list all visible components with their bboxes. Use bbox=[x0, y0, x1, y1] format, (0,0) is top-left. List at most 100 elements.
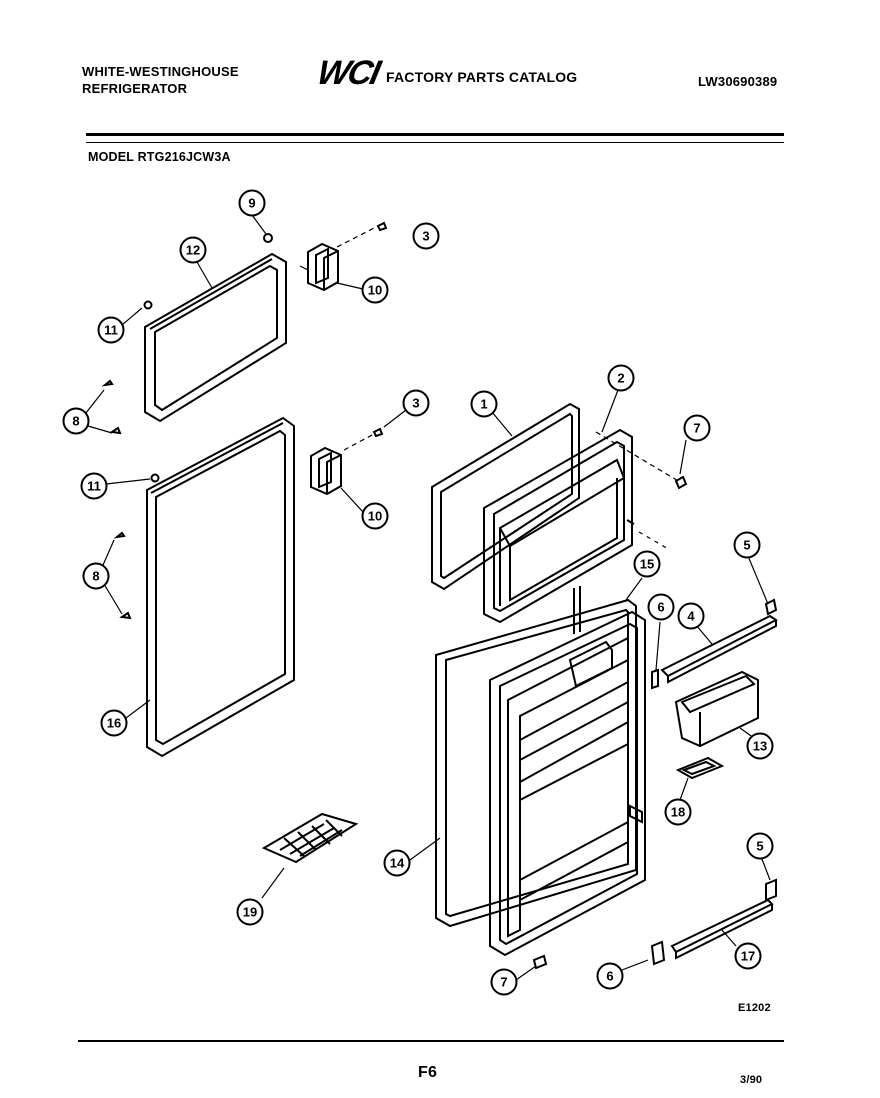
callout-10: 10 bbox=[361, 276, 389, 304]
callout-18: 18 bbox=[664, 798, 692, 826]
callout-13: 13 bbox=[746, 732, 774, 760]
callout-circle bbox=[664, 798, 692, 826]
callout-circle bbox=[746, 732, 774, 760]
callout-label: 6 bbox=[606, 969, 613, 984]
callout-label: 19 bbox=[243, 905, 257, 920]
callout-circle bbox=[100, 709, 128, 737]
callout-circle bbox=[82, 562, 110, 590]
callout-circle bbox=[734, 942, 762, 970]
fresh-food-door-liner bbox=[489, 610, 646, 957]
freezer-door-liner bbox=[483, 428, 635, 624]
callout-label: 3 bbox=[412, 396, 419, 411]
callout-11: 11 bbox=[80, 472, 108, 500]
callout-10: 10 bbox=[361, 502, 389, 530]
callout-circle bbox=[607, 364, 635, 392]
bottom-shelf-rail bbox=[670, 898, 774, 960]
callout-19: 19 bbox=[236, 898, 264, 926]
header-rule bbox=[86, 133, 784, 136]
callout-circle bbox=[383, 849, 411, 877]
callout-label: 16 bbox=[107, 716, 121, 731]
callout-circle bbox=[596, 962, 624, 990]
callout-circle bbox=[62, 407, 90, 435]
callout-16: 16 bbox=[100, 709, 128, 737]
callout-label: 8 bbox=[72, 414, 79, 429]
callout-5: 5 bbox=[746, 832, 774, 860]
freezer-door-gasket-right bbox=[431, 402, 580, 591]
callout-circle bbox=[733, 531, 761, 559]
callout-circle bbox=[236, 898, 264, 926]
freezer-door-gasket bbox=[144, 252, 287, 423]
callout-circle bbox=[683, 414, 711, 442]
callout-circle bbox=[179, 236, 207, 264]
callout-label: 12 bbox=[186, 243, 200, 258]
small-fasteners bbox=[101, 221, 778, 970]
diagram-code: E1202 bbox=[738, 1002, 771, 1014]
callout-label: 15 bbox=[640, 557, 654, 572]
egg-tray bbox=[261, 812, 359, 864]
callout-label: 8 bbox=[92, 569, 99, 584]
callout-label: 1 bbox=[480, 397, 487, 412]
callout-6: 6 bbox=[596, 962, 624, 990]
callout-label: 10 bbox=[368, 509, 382, 524]
callout-label: 11 bbox=[104, 323, 118, 338]
callout-label: 6 bbox=[657, 600, 664, 615]
callout-label: 18 bbox=[671, 805, 685, 820]
callout-12: 12 bbox=[179, 236, 207, 264]
callout-label: 3 bbox=[422, 229, 429, 244]
callout-4: 4 bbox=[677, 602, 705, 630]
model-number: MODEL RTG216JCW3A bbox=[88, 150, 231, 164]
butter-door bbox=[675, 756, 725, 780]
callout-circle bbox=[633, 550, 661, 578]
callout-7: 7 bbox=[683, 414, 711, 442]
callout-3: 3 bbox=[412, 222, 440, 250]
callout-label: 5 bbox=[756, 839, 763, 854]
callout-label: 7 bbox=[500, 975, 507, 990]
callout-8: 8 bbox=[82, 562, 110, 590]
document-number: LW30690389 bbox=[698, 74, 778, 89]
callout-circle bbox=[677, 602, 705, 630]
catalog-title: FACTORY PARTS CATALOG bbox=[386, 69, 578, 85]
callout-circle bbox=[361, 502, 389, 530]
callout-circle bbox=[412, 222, 440, 250]
callout-14: 14 bbox=[383, 849, 411, 877]
callout-label: 7 bbox=[693, 421, 700, 436]
callout-circle bbox=[746, 832, 774, 860]
shelf-bar-rail bbox=[660, 614, 778, 684]
page-code: F6 bbox=[418, 1064, 438, 1081]
page-date: 3/90 bbox=[740, 1074, 763, 1086]
callout-label: 5 bbox=[743, 538, 750, 553]
callout-label: 2 bbox=[617, 371, 624, 386]
callout-circle bbox=[361, 276, 389, 304]
door-handle-upper bbox=[307, 242, 339, 292]
callout-label: 17 bbox=[741, 949, 755, 964]
header-rule-thin bbox=[86, 142, 784, 143]
callout-circle bbox=[80, 472, 108, 500]
footer-rule bbox=[78, 1040, 784, 1042]
callout-label: 11 bbox=[87, 479, 101, 494]
fresh-food-door-gasket bbox=[146, 416, 295, 758]
brand-name: WHITE-WESTINGHOUSE bbox=[82, 64, 239, 79]
callout-17: 17 bbox=[734, 942, 762, 970]
callout-8: 8 bbox=[62, 407, 90, 435]
product-type: REFRIGERATOR bbox=[82, 81, 188, 96]
callout-9: 9 bbox=[238, 189, 266, 217]
door-handle-lower bbox=[310, 446, 342, 496]
callout-2: 2 bbox=[607, 364, 635, 392]
callout-circle bbox=[402, 389, 430, 417]
callout-label: 10 bbox=[368, 283, 382, 298]
callout-5: 5 bbox=[733, 531, 761, 559]
callout-15: 15 bbox=[633, 550, 661, 578]
callout-1: 1 bbox=[470, 390, 498, 418]
callout-circle bbox=[647, 593, 675, 621]
callout-circle bbox=[238, 189, 266, 217]
callout-11: 11 bbox=[97, 316, 125, 344]
callout-label: 13 bbox=[753, 739, 767, 754]
callout-label: 9 bbox=[248, 196, 255, 211]
callout-6: 6 bbox=[647, 593, 675, 621]
callout-label: 4 bbox=[687, 609, 695, 624]
callout-circle bbox=[97, 316, 125, 344]
callout-3: 3 bbox=[402, 389, 430, 417]
callout-circle bbox=[490, 968, 518, 996]
butter-compartment bbox=[674, 670, 759, 748]
